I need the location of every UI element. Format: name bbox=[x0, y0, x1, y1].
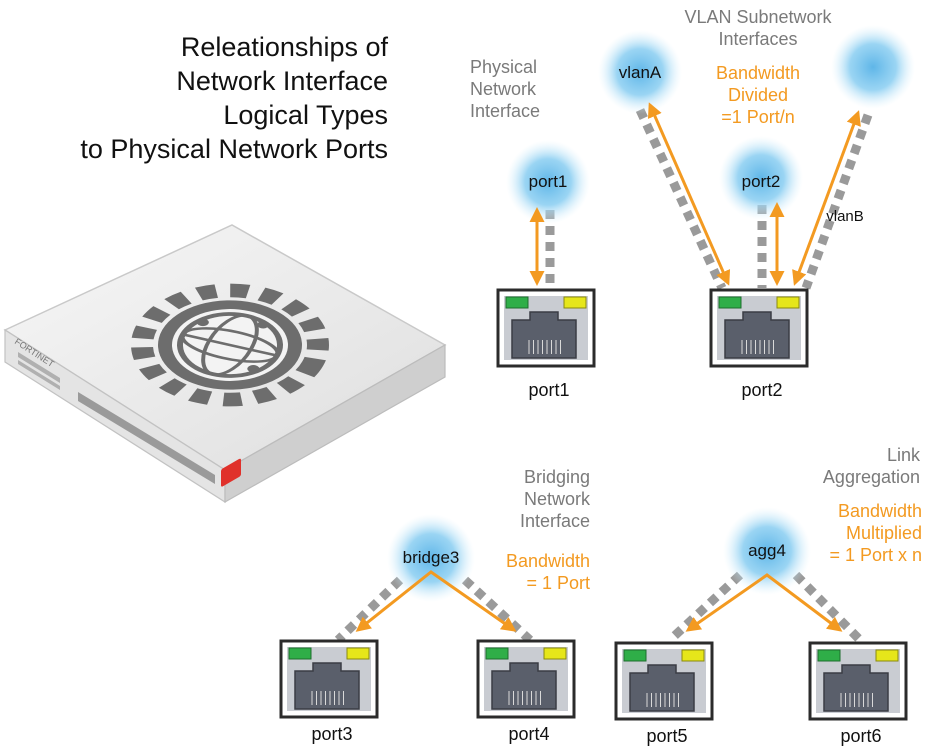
aggregation-note: Bandwidth Multiplied = 1 Port x n bbox=[780, 500, 922, 566]
bridge3-left-dash bbox=[334, 576, 404, 644]
vlanA-dash bbox=[635, 108, 727, 290]
physical-label-line: Interface bbox=[470, 101, 541, 121]
rj45-port-port6-icon bbox=[808, 641, 908, 721]
led-yellow bbox=[875, 649, 899, 662]
bubble-label-port2: port2 bbox=[741, 172, 781, 191]
arrow-vlanB bbox=[792, 110, 861, 286]
agg4-right-dash bbox=[792, 571, 864, 644]
vlan-note-line: =1 Port/n bbox=[721, 107, 795, 127]
led-yellow bbox=[563, 296, 587, 309]
vlan-note: Bandwidth Divided =1 Port/n bbox=[688, 62, 828, 128]
bridge-label: Bridging Network Interface bbox=[480, 466, 590, 532]
port-caption-port5: port5 bbox=[646, 726, 688, 746]
aggregation-label-line: Aggregation bbox=[822, 467, 920, 487]
bubble-label-bridge3: bridge3 bbox=[402, 548, 460, 567]
bridge-note-line: Bandwidth bbox=[505, 551, 590, 571]
bubble-agg4 bbox=[723, 507, 811, 595]
bubble-port1 bbox=[506, 140, 590, 224]
rj45-ports bbox=[279, 288, 908, 721]
bridge-note-line: = 1 Port bbox=[526, 573, 590, 593]
title-line-2: Network Interface bbox=[176, 66, 388, 96]
gear-icon bbox=[131, 283, 329, 407]
led-green bbox=[288, 647, 312, 660]
aggregation-note-line: Bandwidth bbox=[837, 501, 922, 521]
port-caption-port6: port6 bbox=[840, 726, 882, 746]
rj45-port-port4-icon bbox=[476, 639, 576, 719]
arrow-vlanA bbox=[647, 102, 731, 286]
vlan-note-line: Divided bbox=[727, 85, 789, 105]
bubble-label-agg4: agg4 bbox=[748, 541, 786, 560]
rj45-port-port3-icon bbox=[279, 639, 379, 719]
led-green bbox=[718, 296, 742, 309]
vlan-label-line: Interfaces bbox=[718, 29, 798, 49]
bridge-label-line: Bridging bbox=[523, 467, 590, 487]
led-yellow bbox=[776, 296, 800, 309]
rj45-port-port2-icon bbox=[709, 288, 809, 368]
bridge-label-line: Network bbox=[523, 489, 590, 509]
bubble-vlanB bbox=[831, 25, 915, 109]
port-caption-port4: port4 bbox=[508, 724, 550, 744]
aggregation-label: Link Aggregation bbox=[780, 444, 920, 488]
vlanB-dash bbox=[801, 113, 873, 290]
physical-label-line: Physical bbox=[470, 57, 538, 77]
port-caption-port3: port3 bbox=[311, 724, 353, 744]
bubble-bridge3 bbox=[387, 514, 475, 602]
bridge-label-line: Interface bbox=[519, 511, 590, 531]
fortinet-logo-icon bbox=[221, 458, 241, 487]
led-green bbox=[485, 647, 509, 660]
bubble-label-port1: port1 bbox=[528, 172, 568, 191]
vlan-note-line: Bandwidth bbox=[715, 63, 801, 83]
arrow-agg4 bbox=[685, 573, 843, 632]
appliance-port-strip bbox=[18, 352, 215, 484]
vlan-label: VLAN Subnetwork Interfaces bbox=[668, 6, 848, 50]
bridge-note: Bandwidth = 1 Port bbox=[480, 550, 590, 594]
orange-arrows bbox=[355, 102, 861, 632]
title-line-4: to Physical Network Ports bbox=[80, 134, 388, 164]
rj45-port-port5-icon bbox=[614, 641, 714, 721]
led-yellow bbox=[346, 647, 370, 660]
arrow-bridge3 bbox=[355, 570, 517, 632]
physical-label-line: Network bbox=[470, 79, 537, 99]
led-green bbox=[505, 296, 529, 309]
aggregation-note-line: = 1 Port x n bbox=[829, 545, 922, 565]
firewall-appliance-icon bbox=[3, 224, 447, 504]
port-caption-port2: port2 bbox=[741, 380, 783, 400]
port-caption-port1: port1 bbox=[528, 380, 570, 400]
physical-label: Physical Network Interface bbox=[470, 56, 540, 122]
rj45-port-port1-icon bbox=[496, 288, 596, 368]
page-title: Releationships of Network Interface Logi… bbox=[80, 30, 388, 166]
title-line-1: Releationships of bbox=[180, 32, 388, 62]
bubble-vlanA bbox=[598, 30, 682, 114]
led-yellow bbox=[543, 647, 567, 660]
bubble-label-vlanB: vlanB bbox=[826, 208, 864, 225]
aggregation-label-line: Link bbox=[886, 445, 920, 465]
bubble-label-vlanA: vlanA bbox=[618, 63, 662, 82]
aggregation-note-line: Multiplied bbox=[845, 523, 922, 543]
title-line-3: Logical Types bbox=[223, 100, 388, 130]
led-green bbox=[817, 649, 841, 662]
vlan-label-line: VLAN Subnetwork bbox=[684, 7, 832, 27]
led-green bbox=[623, 649, 647, 662]
led-yellow bbox=[681, 649, 705, 662]
agg4-left-dash bbox=[666, 571, 744, 644]
bubble-port2 bbox=[719, 136, 803, 220]
